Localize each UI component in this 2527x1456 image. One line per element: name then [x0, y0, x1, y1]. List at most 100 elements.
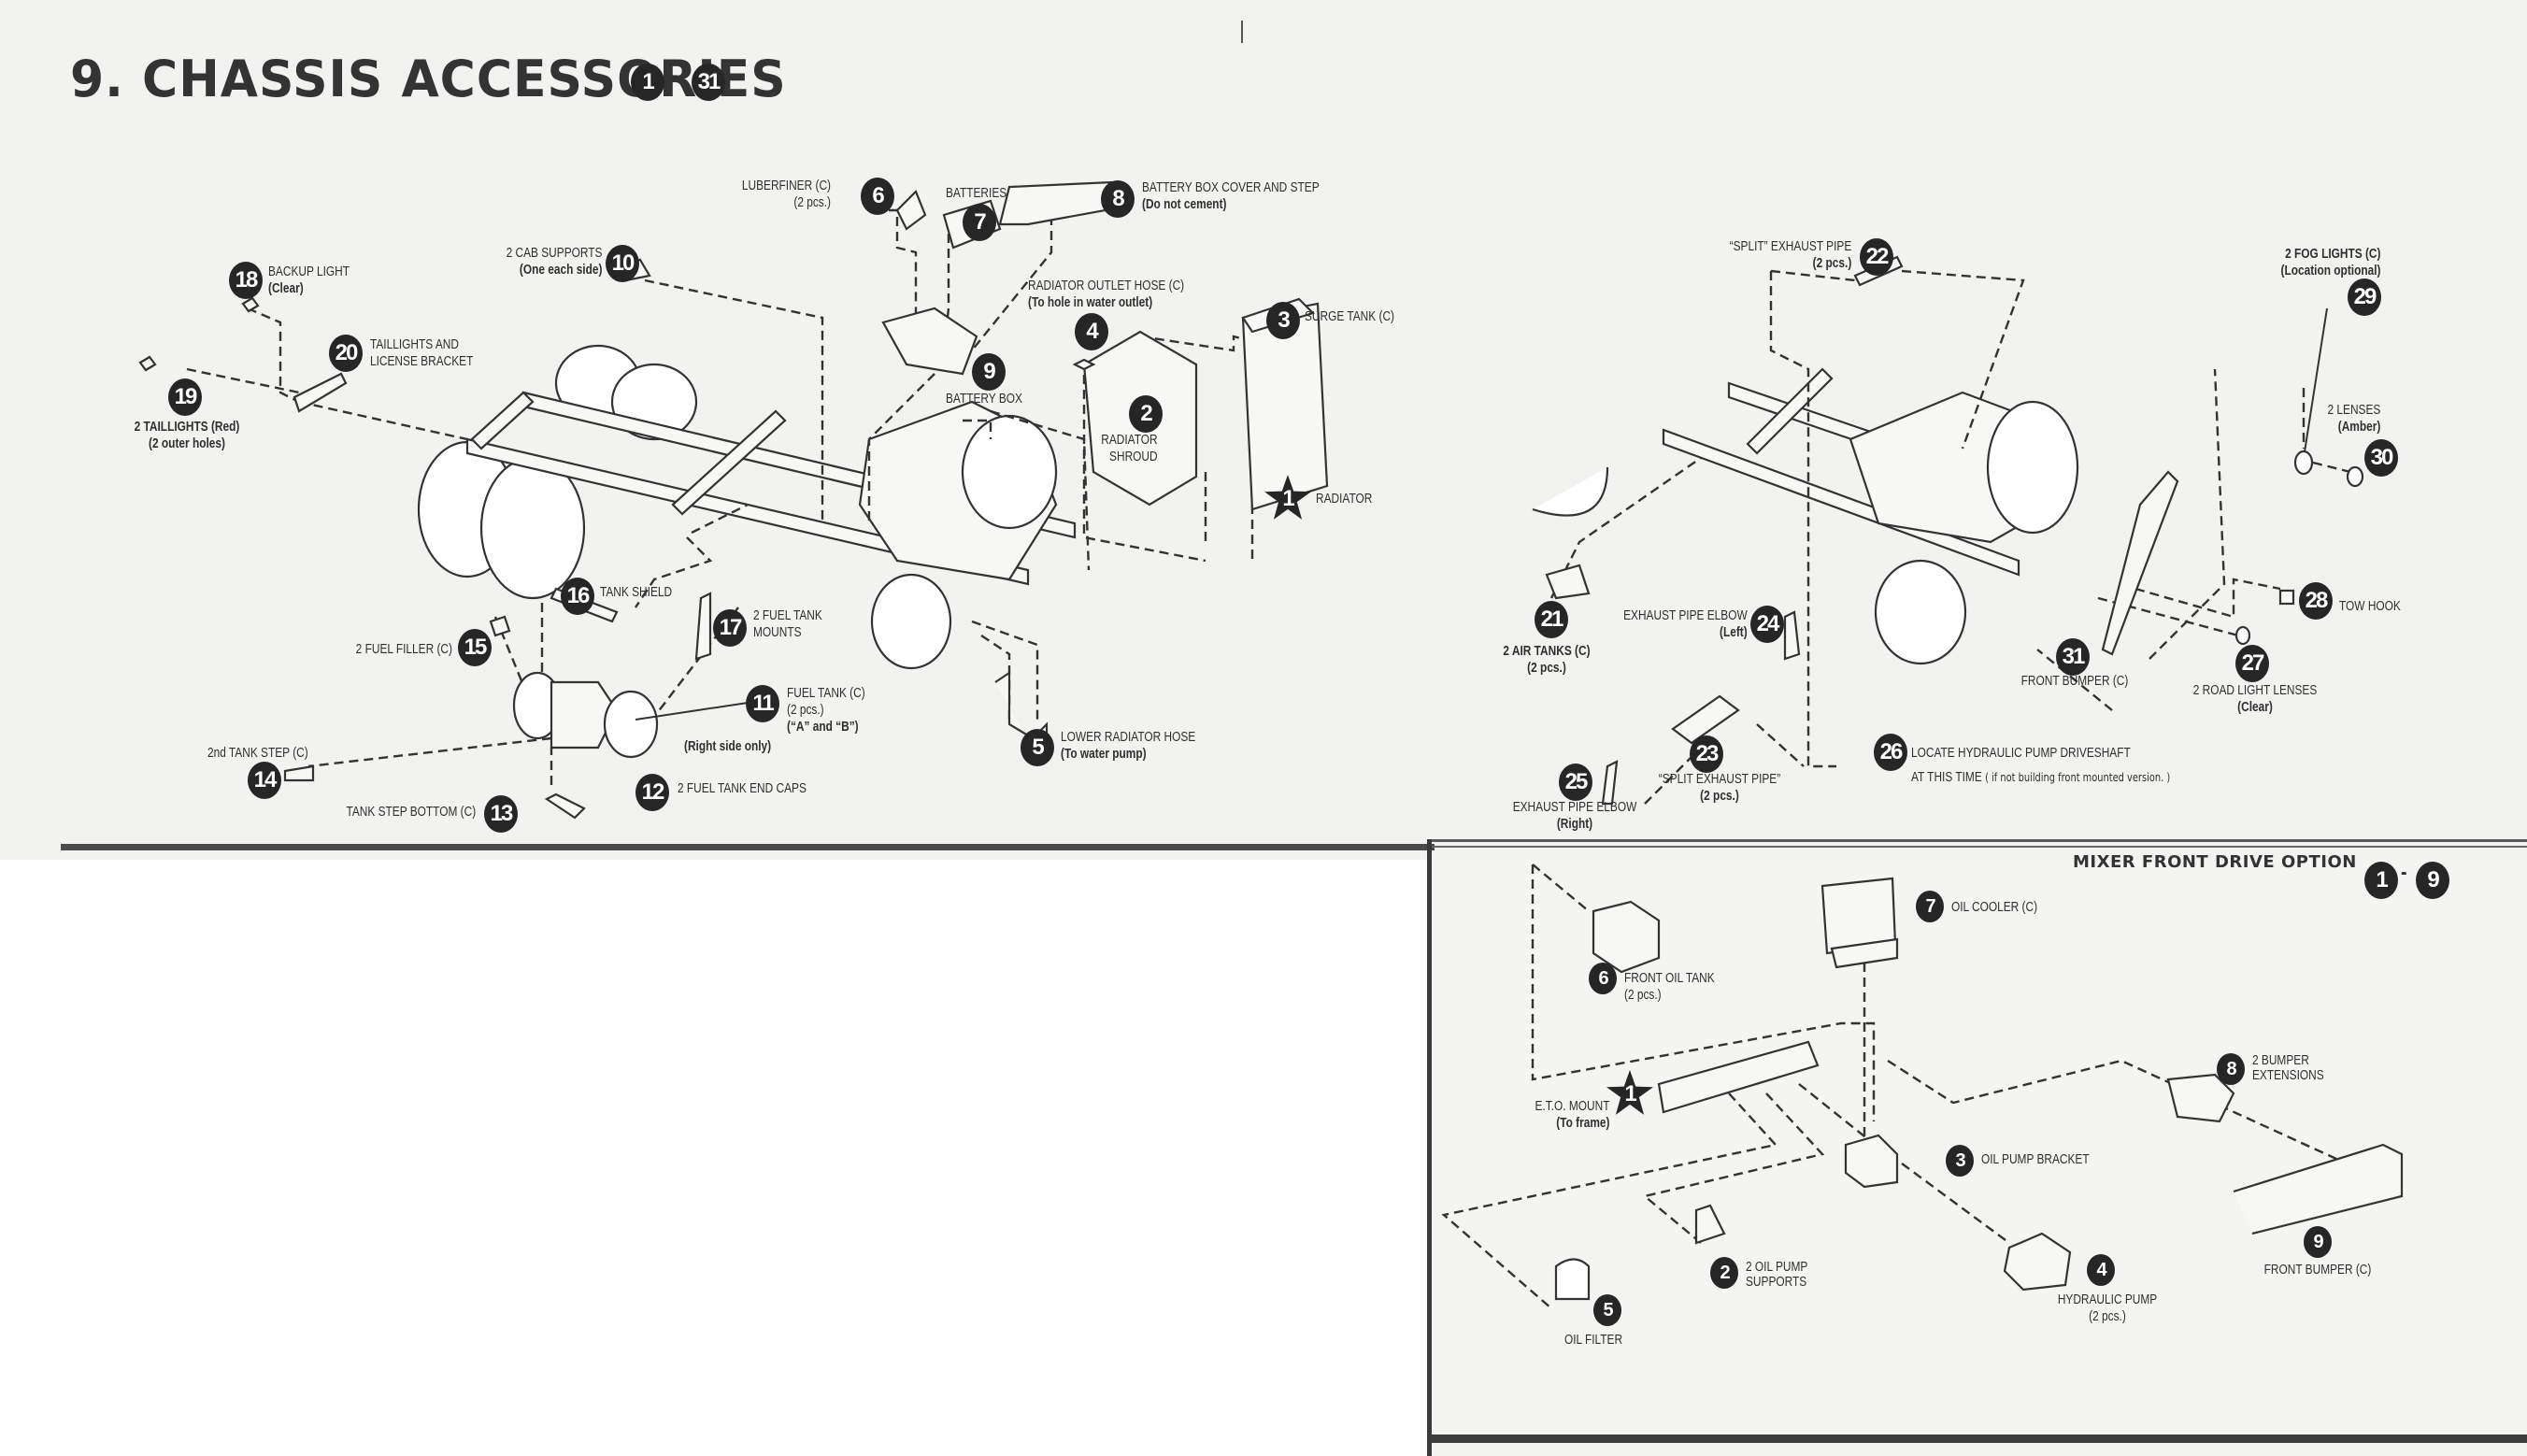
- callout-label-10: 2 CAB SUPPORTS(One each side): [506, 246, 602, 278]
- mixer-label-6: FRONT OIL TANK(2 pcs.): [1624, 971, 1715, 1003]
- oil-filter-part: [1554, 1258, 1591, 1301]
- title-range-start-badge: 1: [631, 64, 664, 101]
- oil-cooler-base: [1830, 937, 1899, 969]
- callout-label-5: LOWER RADIATOR HOSE(To water pump): [1061, 730, 1196, 762]
- front-wheel-lower: [870, 573, 952, 670]
- mixer-badge-7: 7: [1916, 891, 1944, 922]
- backup-light-part: [241, 296, 260, 313]
- mixer-label-9: FRONT BUMPER (C): [2263, 1263, 2372, 1278]
- part-badge-10: 10: [606, 245, 639, 282]
- part-badge-30: 30: [2364, 439, 2398, 477]
- fog-light-leader: [2303, 307, 2328, 459]
- license-bracket-part: [293, 372, 348, 413]
- title-range-dash: -: [671, 60, 679, 91]
- air-tank-part: [1545, 564, 1591, 600]
- taillight-part: [138, 355, 157, 372]
- amber-lens-part: [2346, 465, 2364, 488]
- mixer-option-title: MIXER FRONT DRIVE OPTION: [2073, 852, 2357, 872]
- split-exhaust-lower-part: [1671, 694, 1740, 745]
- part-badge-8: 8: [1101, 180, 1135, 218]
- callout-label-16: TANK SHIELD: [600, 585, 673, 600]
- mixer-label-1: E.T.O. MOUNT(To frame): [1535, 1099, 1609, 1131]
- bumper-extension-part: [2166, 1073, 2235, 1123]
- callout-label-24: EXHAUST PIPE ELBOW(Left): [1623, 608, 1748, 640]
- mid-crossmember: [671, 409, 787, 516]
- part-badge-19: 19: [168, 378, 202, 416]
- front-crossmember: [1746, 367, 1834, 455]
- mixer-badge-4: 4: [2087, 1254, 2115, 1286]
- callout-label-28: TOW HOOK: [2339, 599, 2401, 614]
- radiator-outlet-hose-part: [1072, 358, 1096, 371]
- front-bumper-part: [2101, 470, 2179, 656]
- part-badge-23: 23: [1690, 735, 1723, 773]
- callout-26-note: ( if not building front mounted version.…: [1985, 771, 2171, 784]
- front-chassis-illustration: [1532, 367, 2079, 665]
- callout-label-1: RADIATOR: [1316, 492, 1373, 507]
- part-badge-3: 3: [1266, 302, 1300, 339]
- mixer-label-4: HYDRAULIC PUMP(2 pcs.): [2057, 1292, 2158, 1324]
- part-badge-21: 21: [1535, 601, 1568, 638]
- callout-label-12: 2 FUEL TANK END CAPS: [678, 781, 807, 796]
- section-divider: [61, 844, 1435, 850]
- leader-taillight: [186, 367, 468, 441]
- callout-label-4: RADIATOR OUTLET HOSE (C)(To hole in wate…: [1028, 278, 1185, 310]
- callout-label-30: 2 LENSES(Amber): [2327, 403, 2380, 435]
- tank-step-bottom-part: [544, 792, 586, 820]
- mixer-badge-8: 8: [2217, 1053, 2245, 1085]
- part-badge-18: 18: [229, 262, 263, 299]
- part-badge-2: 2: [1129, 395, 1163, 433]
- callout-label-13: TANK STEP BOTTOM (C): [346, 805, 476, 820]
- part-badge-14: 14: [248, 762, 281, 799]
- mixer-panel-top-rule-2: [1430, 846, 2527, 848]
- luberfiner-part: [895, 190, 927, 231]
- callout-label-22: “SPLIT” EXHAUST PIPE(2 pcs.): [1729, 239, 1851, 271]
- tow-hook-part: [2278, 589, 2295, 606]
- page-title: 9. CHASSIS ACCESSORIES: [70, 50, 787, 109]
- oil-pump-support-part: [1694, 1204, 1726, 1245]
- callout-label-8: BATTERY BOX COVER AND STEP(Do not cement…: [1142, 180, 1320, 212]
- part-badge-22: 22: [1860, 238, 1893, 276]
- mixer-range-start-badge: 1: [2364, 862, 2398, 899]
- front-wheel-right-lower: [1874, 559, 1967, 665]
- battery-box-part: [881, 307, 978, 376]
- mixer-front-bumper-part: [2233, 1143, 2404, 1235]
- fuel-tank-mount-part: [694, 592, 712, 661]
- scan-mark: [1241, 21, 1243, 43]
- callout-label-11: FUEL TANK (C)(2 pcs.)(“A” and “B”): [787, 686, 865, 735]
- mixer-badge-6: 6: [1589, 963, 1617, 994]
- rear-chassis-illustration: [417, 344, 1077, 670]
- title-range-end-badge: 31: [692, 64, 725, 101]
- part-badge-9: 9: [972, 353, 1006, 391]
- part-badge-27: 27: [2235, 645, 2269, 682]
- mixer-panel-left-rule: [1427, 839, 1432, 1456]
- part-badge-13: 13: [484, 795, 518, 833]
- mixer-leaders: [1531, 864, 1876, 1121]
- callout-label-3: SURGE TANK (C): [1305, 309, 1395, 324]
- callout-label-7: BATTERIES: [946, 186, 1007, 201]
- part-badge-5: 5: [1021, 729, 1054, 766]
- callout-label-15: 2 FUEL FILLER (C): [355, 642, 452, 657]
- callout-label-14: 2nd TANK STEP (C): [207, 746, 308, 761]
- oil-pump-bracket-part: [1844, 1134, 1899, 1189]
- mixer-badge-3: 3: [1946, 1145, 1974, 1177]
- right-side-only-note: (Right side only): [684, 739, 772, 754]
- part-badge-12: 12: [635, 774, 669, 811]
- leader-exhaust: [1769, 271, 1836, 768]
- part-badge-20: 20: [329, 335, 363, 372]
- callout-label-27: 2 ROAD LIGHT LENSES(Clear): [2192, 683, 2318, 715]
- exhaust-elbow-left-part: [1783, 610, 1801, 661]
- part-badge-26: 26: [1874, 734, 1907, 771]
- callout-label-9: BATTERY BOX: [946, 392, 1022, 407]
- part-badge-25: 25: [1559, 764, 1592, 801]
- mixer-label-7: OIL COOLER (C): [1951, 900, 2038, 915]
- step-title: CHASSIS ACCESSORIES: [142, 50, 787, 109]
- fog-light-part: [2293, 450, 2314, 476]
- part-badge-11: 11: [746, 685, 779, 722]
- hydraulic-pump-part: [2003, 1232, 2072, 1292]
- rear-crossmember: [470, 391, 535, 450]
- fuel-tank-end-cap: [603, 690, 659, 759]
- part-badge-6: 6: [861, 178, 894, 215]
